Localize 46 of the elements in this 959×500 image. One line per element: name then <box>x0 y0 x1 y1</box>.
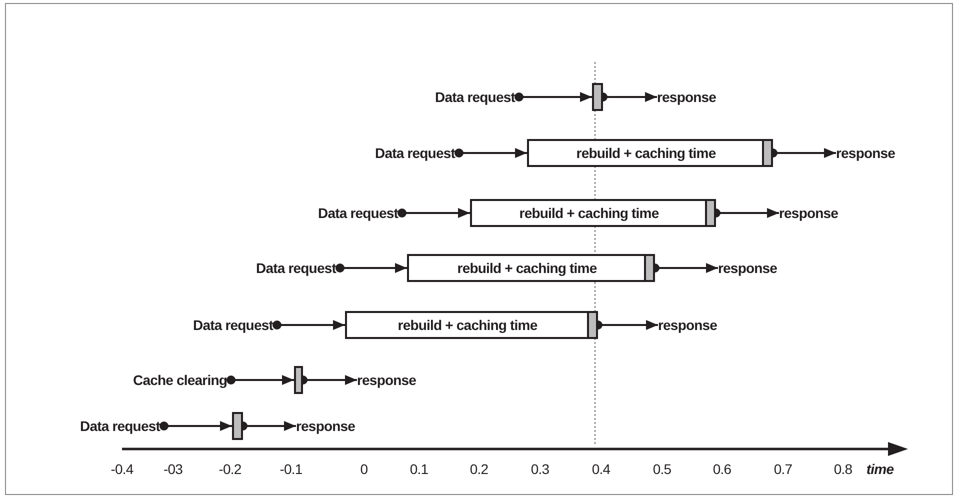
axis-title: time <box>866 461 894 477</box>
event-label: Data request <box>192 316 273 334</box>
bar-label: rebuild + caching time <box>576 145 716 161</box>
tick-label: -0.4 <box>110 461 134 477</box>
process-bar <box>345 311 598 339</box>
response-label: response <box>718 259 778 277</box>
response-label: response <box>658 316 718 334</box>
arrow <box>514 92 592 102</box>
response-label: response <box>836 144 896 162</box>
event-label: Data request <box>434 88 515 106</box>
marker-bar <box>232 412 243 440</box>
response-label: response <box>779 204 838 222</box>
arrow <box>226 375 294 385</box>
arrow <box>160 421 232 431</box>
tick-label: 0 <box>360 461 368 477</box>
arrow <box>272 320 345 330</box>
marker-bar <box>294 366 303 394</box>
tick-label: 0.5 <box>652 461 672 477</box>
tick-label: 0.3 <box>530 461 550 477</box>
event-label: Data request <box>318 204 398 222</box>
tick-label: 0.6 <box>712 461 732 477</box>
tick-label: 0.4 <box>592 461 610 477</box>
response-label: response <box>296 417 356 435</box>
arrow <box>336 263 407 273</box>
tick-label: 0.8 <box>834 461 852 477</box>
event-label: Cache clearing <box>133 371 227 389</box>
bar-label: rebuild + caching time <box>398 317 538 333</box>
process-bar <box>470 199 716 227</box>
event-label: Data request <box>80 417 160 435</box>
event-label: Data request <box>256 259 336 277</box>
response-label: response <box>357 371 416 389</box>
tick-label: -0.1 <box>280 461 302 477</box>
marker-bar <box>592 83 603 111</box>
response-label: response <box>657 88 716 106</box>
event-label: Data request <box>374 144 455 162</box>
tick-label: -03 <box>163 461 183 477</box>
tick-label: -0.2 <box>218 461 242 477</box>
tick-label: 0.2 <box>470 461 488 477</box>
bar-label: rebuild + caching time <box>519 205 659 221</box>
tick-label: 0.7 <box>774 461 792 477</box>
process-bar <box>407 254 655 282</box>
tick-label: 0.1 <box>410 461 428 477</box>
arrow <box>398 208 470 218</box>
process-bar <box>527 139 773 167</box>
arrow <box>454 148 527 158</box>
bar-label: rebuild + caching time <box>457 260 597 276</box>
